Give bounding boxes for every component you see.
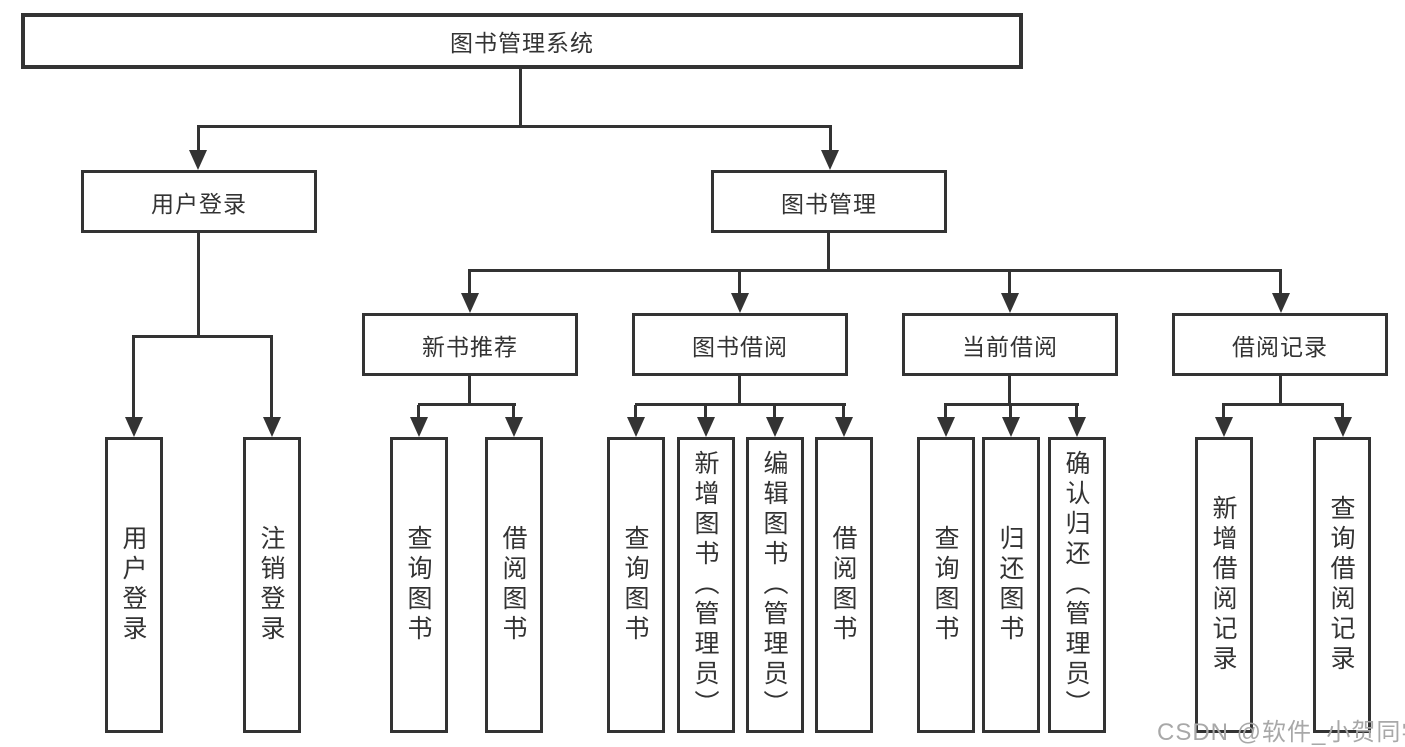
node-book-management: 图书管理 xyxy=(711,170,947,233)
connector-nbr-stub xyxy=(468,376,471,406)
arrow-down-icon xyxy=(1272,293,1290,313)
leaf-bb-add-books-admin: 新增图书（管理员） xyxy=(677,437,735,733)
leaf-br-query-record: 查询借阅记录 xyxy=(1313,437,1371,733)
leaf-bb-query-books: 查询图书 xyxy=(607,437,665,733)
connector-leaf xyxy=(512,405,515,419)
connector-leaf xyxy=(944,405,947,419)
csdn-watermark: CSDN @软件_小贺同学 xyxy=(1157,719,1405,746)
leaf-cb-confirm-return-admin: 确认归还（管理员） xyxy=(1048,437,1106,733)
connector-user-login-bar xyxy=(132,335,273,338)
arrow-down-icon xyxy=(1215,417,1233,437)
connector-br-bar xyxy=(1222,403,1344,406)
arrow-down-icon xyxy=(835,417,853,437)
leaf-br-add-record: 新增借阅记录 xyxy=(1195,437,1253,733)
arrow-down-icon xyxy=(697,417,715,437)
arrow-down-icon xyxy=(731,293,749,313)
connector-leaf xyxy=(1009,405,1012,419)
arrow-down-icon xyxy=(821,150,839,170)
arrow-down-icon xyxy=(189,150,207,170)
node-root-library-system: 图书管理系统 xyxy=(21,13,1023,69)
arrow-down-icon xyxy=(410,417,428,437)
arrow-down-icon xyxy=(766,417,784,437)
connector-leaf xyxy=(1075,405,1078,419)
leaf-logout: 注销登录 xyxy=(243,437,301,733)
leaf-nbr-query-books: 查询图书 xyxy=(390,437,448,733)
leaf-cb-return-books: 归还图书 xyxy=(982,437,1040,733)
connector-to-leaf-logout xyxy=(270,335,273,419)
arrow-down-icon xyxy=(461,293,479,313)
connector-book-mgmt-stub xyxy=(827,233,830,272)
leaf-cb-query-books: 查询图书 xyxy=(917,437,975,733)
leaf-bb-borrow-books: 借阅图书 xyxy=(815,437,873,733)
connector-bb-bar xyxy=(635,403,846,406)
arrow-down-icon xyxy=(1068,417,1086,437)
arrow-down-icon xyxy=(627,417,645,437)
node-book-borrowing: 图书借阅 xyxy=(632,313,848,376)
connector-root-stub xyxy=(519,69,522,127)
connector-br-stub xyxy=(1279,376,1282,406)
connector-leaf xyxy=(1222,405,1225,419)
arrow-down-icon xyxy=(263,417,281,437)
arrow-down-icon xyxy=(937,417,955,437)
node-current-borrowing: 当前借阅 xyxy=(902,313,1118,376)
leaf-user-login: 用户登录 xyxy=(105,437,163,733)
connector-to-nbr xyxy=(468,271,471,295)
connector-to-bb xyxy=(738,271,741,295)
arrow-down-icon xyxy=(1001,293,1019,313)
arrow-down-icon xyxy=(1002,417,1020,437)
connector-to-br xyxy=(1279,271,1282,295)
connector-level2-bar xyxy=(197,125,832,128)
leaf-nbr-borrow-books: 借阅图书 xyxy=(485,437,543,733)
connector-cb-bar xyxy=(944,403,1079,406)
connector-leaf xyxy=(842,405,845,419)
node-user-login: 用户登录 xyxy=(81,170,317,233)
connector-leaf xyxy=(1341,405,1344,419)
connector-leaf xyxy=(634,405,637,419)
arrow-down-icon xyxy=(125,417,143,437)
connector-leaf xyxy=(704,405,707,419)
node-borrowing-records: 借阅记录 xyxy=(1172,313,1388,376)
connector-to-user-login xyxy=(197,127,200,152)
connector-level3-bar xyxy=(468,269,1282,272)
connector-to-leaf-login xyxy=(132,335,135,419)
leaf-bb-edit-books-admin: 编辑图书（管理员） xyxy=(746,437,804,733)
connector-leaf xyxy=(417,405,420,419)
node-new-book-recommend: 新书推荐 xyxy=(362,313,578,376)
connector-nbr-bar xyxy=(418,403,516,406)
arrow-down-icon xyxy=(1334,417,1352,437)
connector-to-book-mgmt xyxy=(829,127,832,152)
connector-to-cb xyxy=(1008,271,1011,295)
connector-cb-stub xyxy=(1008,376,1011,406)
connector-bb-stub xyxy=(738,376,741,406)
arrow-down-icon xyxy=(505,417,523,437)
connector-leaf xyxy=(773,405,776,419)
connector-user-login-stub xyxy=(197,233,200,337)
